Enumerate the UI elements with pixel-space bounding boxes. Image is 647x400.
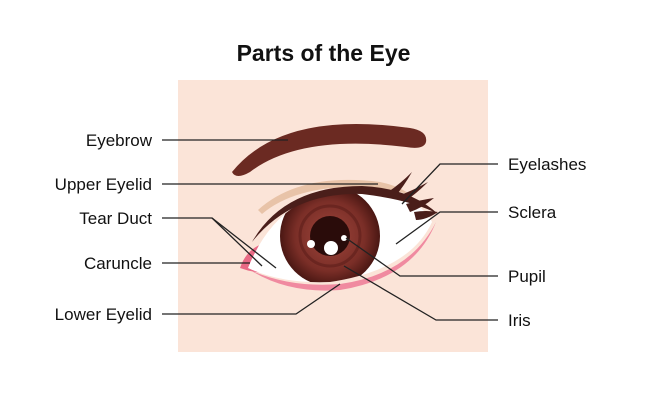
- upper-eyelid-crease: [258, 179, 412, 214]
- label-tear-duct: Tear Duct: [79, 209, 152, 228]
- lower-eyelid-leader: [162, 283, 341, 315]
- label-upper-eyelid: Upper Eyelid: [55, 175, 152, 194]
- pupil-shape: [310, 216, 350, 256]
- pupil-leader: [345, 237, 498, 277]
- lower-eyelid-rim: [250, 222, 436, 291]
- upper-lash-line: [252, 186, 438, 242]
- label-pupil: Pupil: [508, 267, 546, 286]
- eyebrow-shape: [232, 123, 427, 176]
- eyelashes-leader: [401, 163, 498, 205]
- label-lower-eyelid: Lower Eyelid: [55, 305, 152, 324]
- tear-duct-leader-2: [211, 217, 277, 269]
- iris-leader: [343, 265, 498, 321]
- iris-ring: [298, 204, 362, 268]
- sclera-leader: [395, 211, 498, 245]
- label-eyelashes: Eyelashes: [508, 155, 586, 174]
- label-iris: Iris: [508, 311, 531, 330]
- eye-highlight-dot: [341, 235, 347, 241]
- diagram-title: Parts of the Eye: [236, 40, 411, 66]
- label-eyebrow: Eyebrow: [86, 131, 153, 150]
- eye-highlight-large: [324, 241, 338, 255]
- eye-highlight-small: [307, 240, 315, 248]
- label-caruncle: Caruncle: [84, 254, 152, 273]
- label-sclera: Sclera: [508, 203, 557, 222]
